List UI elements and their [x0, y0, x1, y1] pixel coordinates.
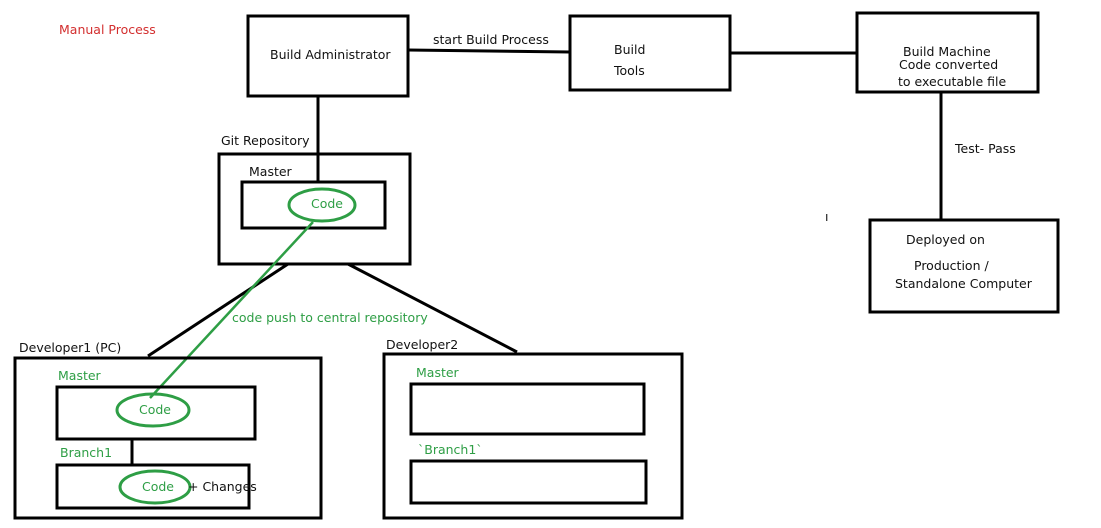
dev1-code-oval [115, 392, 191, 428]
dev1-branch-code-label: Code [142, 479, 174, 494]
dev2-master-label: Master [416, 365, 460, 380]
dev2-master-box [409, 382, 646, 436]
dev1-branch-code-oval [118, 469, 192, 505]
dev1-changes-label: + Changes [188, 479, 257, 494]
developer2-box [382, 352, 684, 520]
git-repository-box [217, 152, 412, 266]
deployed-box [868, 218, 1060, 314]
developer1-box [13, 356, 323, 520]
developer2-label: Developer2 [386, 337, 458, 352]
start-build-label: start Build Process [433, 32, 549, 47]
deployed-line2: Production / [914, 258, 989, 273]
build-tools-line2: Tools [613, 63, 645, 78]
diagram-title: Manual Process [59, 22, 156, 37]
git-master-box [240, 180, 387, 230]
build-administrator-label: Build Administrator [270, 47, 391, 62]
stray-mark: ı [825, 209, 828, 224]
git-master-label: Master [249, 164, 293, 179]
dev1-master-box [55, 385, 257, 441]
git-code-oval [287, 187, 357, 223]
dev2-branch-label: `Branch1` [418, 442, 483, 457]
dev1-branch-box [55, 463, 251, 510]
build-machine-desc2: to executable file [898, 74, 1006, 89]
git-to-dev1-line [147, 262, 289, 358]
build-tools-line1: Build [614, 42, 645, 57]
dev1-code-label: Code [139, 402, 171, 417]
dev2-branch-box [409, 459, 648, 505]
dev1-branch-label: Branch1 [60, 445, 112, 460]
build-machine-title: Build Machine [903, 44, 991, 59]
git-to-dev2-line [347, 262, 518, 354]
code-push-label: code push to central repository [232, 310, 428, 325]
build-administrator-box [246, 14, 410, 98]
deployed-line3: Standalone Computer [895, 276, 1033, 291]
build-tools-box [568, 14, 732, 92]
build-machine-box [855, 11, 1040, 94]
build-machine-desc1: Code converted [899, 57, 998, 72]
git-code-label: Code [311, 196, 343, 211]
developer1-label: Developer1 (PC) [19, 340, 121, 355]
deployed-line1: Deployed on [906, 232, 985, 247]
git-repository-label: Git Repository [221, 133, 310, 148]
code-push-line [149, 221, 314, 399]
admin-to-tools-line [407, 48, 571, 54]
dev1-master-label: Master [58, 368, 102, 383]
test-pass-label: Test- Pass [954, 141, 1016, 156]
